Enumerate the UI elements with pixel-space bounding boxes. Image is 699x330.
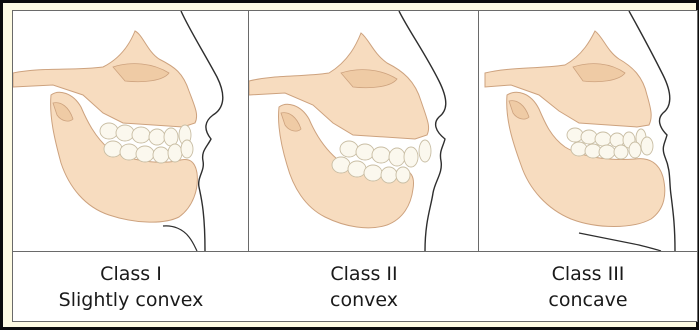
class-i-illustration-panel	[13, 11, 249, 251]
profile-description: Slightly convex	[59, 287, 204, 313]
label-row: Class I Slightly convex Class II convex …	[13, 251, 697, 321]
class-iii-illustration-panel	[479, 11, 697, 251]
class-name: Class III	[552, 261, 625, 287]
skull-bone	[249, 33, 429, 139]
class-ii-skull-illustration	[249, 11, 479, 251]
neck-line	[579, 233, 661, 251]
neck-line	[163, 226, 197, 251]
comparison-table: Class I Slightly convex Class II convex …	[12, 10, 698, 322]
class-name: Class II	[330, 261, 397, 287]
class-iii-skull-illustration	[479, 11, 697, 251]
class-ii-illustration-panel	[249, 11, 479, 251]
class-i-label: Class I Slightly convex	[13, 252, 249, 322]
class-iii-label: Class III concave	[479, 252, 697, 322]
profile-description: concave	[548, 287, 627, 313]
class-i-skull-illustration	[13, 11, 249, 251]
profile-description: convex	[330, 287, 398, 313]
skull-bone	[13, 31, 197, 127]
class-ii-label: Class II convex	[249, 252, 479, 322]
class-name: Class I	[100, 261, 162, 287]
